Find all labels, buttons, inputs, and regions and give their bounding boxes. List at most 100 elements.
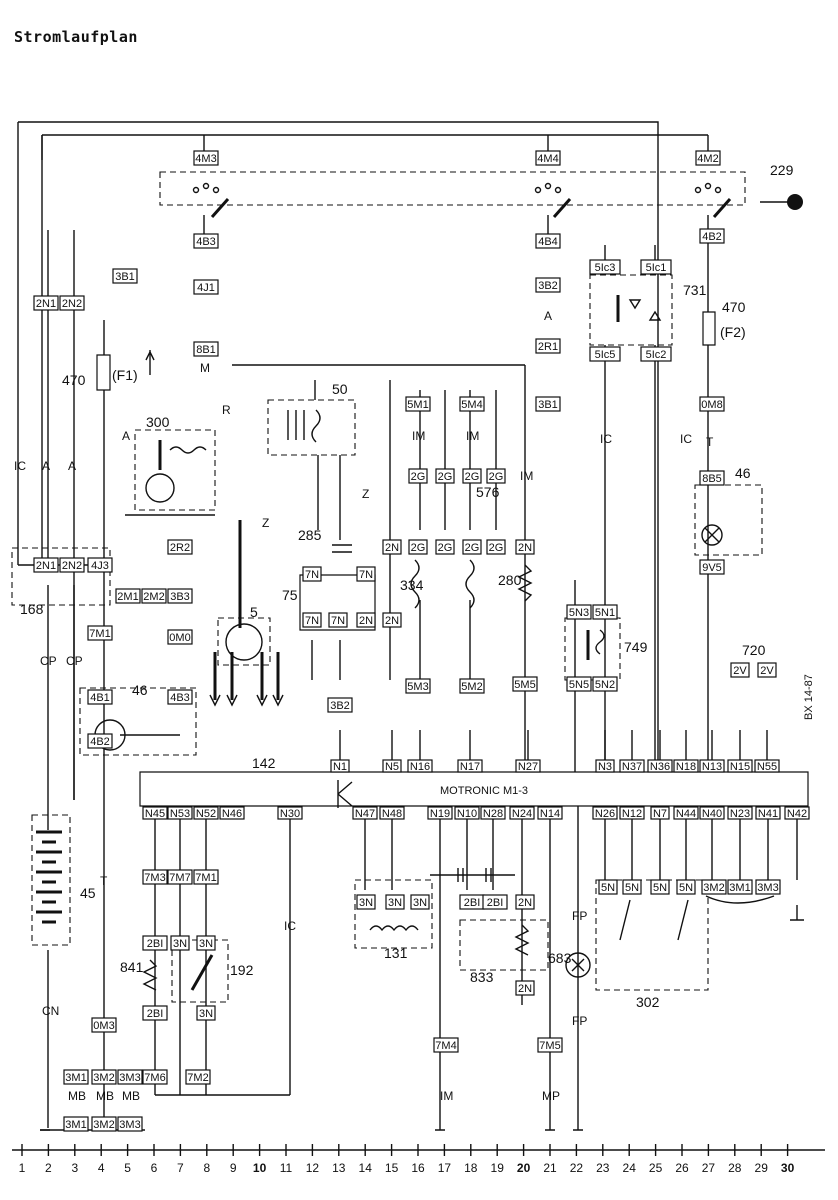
connector-k22: 5M1 <box>405 396 431 412</box>
connector-label: 2BI <box>147 1008 164 1020</box>
axis-number: 16 <box>411 1161 425 1175</box>
component-c46a: 46 <box>735 465 751 481</box>
ecu-bottom-pin: N19 <box>427 806 453 820</box>
connector-label: 2R1 <box>538 341 558 353</box>
connector-k66: 3N <box>385 894 405 910</box>
axis-number: 9 <box>230 1161 237 1175</box>
connector-k84: 7N <box>328 612 348 628</box>
connector-label: 3B2 <box>330 700 350 712</box>
starter-300 <box>125 350 216 516</box>
ecu-bottom-pin-label: N24 <box>512 808 532 820</box>
connector-k83: 7N <box>302 612 322 628</box>
connector-k4: 4B3 <box>193 233 219 249</box>
component-c131: 131 <box>384 945 408 961</box>
axis-number: 12 <box>306 1161 320 1175</box>
connector-label: 3M3 <box>119 1072 140 1084</box>
ecu-bottom-pin-label: N42 <box>787 808 807 820</box>
connector-k25: 2N2 <box>59 557 85 573</box>
connector-k73: 7M5 <box>537 1037 563 1053</box>
ecu-bottom-pin: N28 <box>480 806 506 820</box>
connector-k41: 5M3 <box>405 678 431 694</box>
wire-code-w21: MB <box>122 1089 140 1103</box>
connector-k71: 2N <box>515 980 535 996</box>
connector-label: 2N2 <box>62 298 82 310</box>
ecu-bottom-pin-label: N26 <box>595 808 615 820</box>
connector-label: 7M1 <box>89 628 110 640</box>
wire-code-w11: Z <box>362 487 369 501</box>
component-c720: 720 <box>742 642 766 658</box>
connector-label: 0M3 <box>93 1020 114 1032</box>
connector-k49: 7M7 <box>167 869 193 885</box>
axis-number: 24 <box>623 1161 637 1175</box>
connector-k19: 0M8 <box>699 396 725 412</box>
connector-k93: 2G <box>486 539 506 555</box>
ecu-top-pin: N15 <box>727 730 753 773</box>
component-c192: 192 <box>230 962 254 978</box>
ecu-bottom-pin-label: N44 <box>676 808 696 820</box>
ecu-top-pin-label: N13 <box>702 761 722 773</box>
connector-label: 5Ic2 <box>646 349 667 361</box>
ecu-bottom-pin: N10 <box>454 806 480 820</box>
axis-number: 27 <box>702 1161 716 1175</box>
connector-k63: 3M2 <box>91 1116 117 1132</box>
ecu-top-pin: N37 <box>619 730 645 773</box>
connector-label: 7M3 <box>144 872 165 884</box>
ecu-bottom-pin-label: N47 <box>355 808 375 820</box>
connector-k64: 3M3 <box>117 1116 143 1132</box>
connector-label: 2N2 <box>62 560 82 572</box>
connector-label: 2V <box>760 665 774 677</box>
ecu-bottom-pin-label: N7 <box>653 808 667 820</box>
wire-code-w10: Z <box>262 516 269 530</box>
ecu-top-pin-label: N15 <box>730 761 750 773</box>
connector-k40: 5N2 <box>592 676 618 692</box>
connector-label: 5N2 <box>595 679 615 691</box>
wire-code-w22: IM <box>440 1089 453 1103</box>
connector-k18: 5Ic2 <box>640 346 672 362</box>
connector-label: 4B3 <box>196 236 216 248</box>
connector-k53: 3N <box>196 935 216 951</box>
ecu-bottom-pin: N52 <box>193 806 219 820</box>
ecu-bottom-pin: N53 <box>167 806 193 820</box>
connector-label: 4M3 <box>195 153 216 165</box>
axis-number: 19 <box>491 1161 505 1175</box>
connector-label: 7M6 <box>144 1072 165 1084</box>
ecu-number: 142 <box>252 755 276 771</box>
connector-label: 7N <box>305 615 319 627</box>
connector-k1: 4M3 <box>193 150 219 166</box>
connector-k69: 2BI <box>482 894 508 910</box>
component-c300: 300 <box>146 414 170 430</box>
ecu-bottom-pin: N12 <box>619 806 645 820</box>
connector-k20: 8B5 <box>699 470 725 486</box>
wire-code-w13: IM <box>466 429 479 443</box>
connector-k59: 3M3 <box>117 1069 143 1085</box>
connector-label: 4J3 <box>91 560 109 572</box>
connector-k3: 4M2 <box>695 150 721 166</box>
axis-number: 5 <box>124 1161 131 1175</box>
connector-label: 2N <box>359 615 373 627</box>
connector-k60: 7M6 <box>142 1069 168 1085</box>
wire-code-w24: FP <box>572 909 587 923</box>
connector-label: 7M5 <box>539 1040 560 1052</box>
wire-code-w27: IC <box>284 919 296 933</box>
connector-label: 5M5 <box>514 679 535 691</box>
connector-label: 7N <box>359 569 373 581</box>
connector-label: 7M2 <box>187 1072 208 1084</box>
connector-k34: 4B3 <box>167 689 193 705</box>
connector-k55: 3N <box>196 1005 216 1021</box>
component-c280: 280 <box>498 572 522 588</box>
ecu-top-pin: N17 <box>457 730 483 773</box>
connector-label: 9V5 <box>702 562 722 574</box>
connector-label: 8B5 <box>702 473 722 485</box>
connector-k56: 0M3 <box>91 1017 117 1033</box>
connector-k9: 3B1 <box>112 268 138 284</box>
ecu-bottom-pin: N44 <box>673 806 699 820</box>
connector-label: 3B1 <box>538 399 558 411</box>
ecu-top-pin-label: N55 <box>757 761 777 773</box>
ecu-bottom-pin: N24 <box>509 806 535 820</box>
connector-k24: 2N1 <box>33 557 59 573</box>
connector-label: 2N <box>518 897 532 909</box>
wire-code-w19: MB <box>68 1089 86 1103</box>
connector-label: 4M4 <box>537 153 558 165</box>
ecu-top-pin-label: N16 <box>410 761 430 773</box>
